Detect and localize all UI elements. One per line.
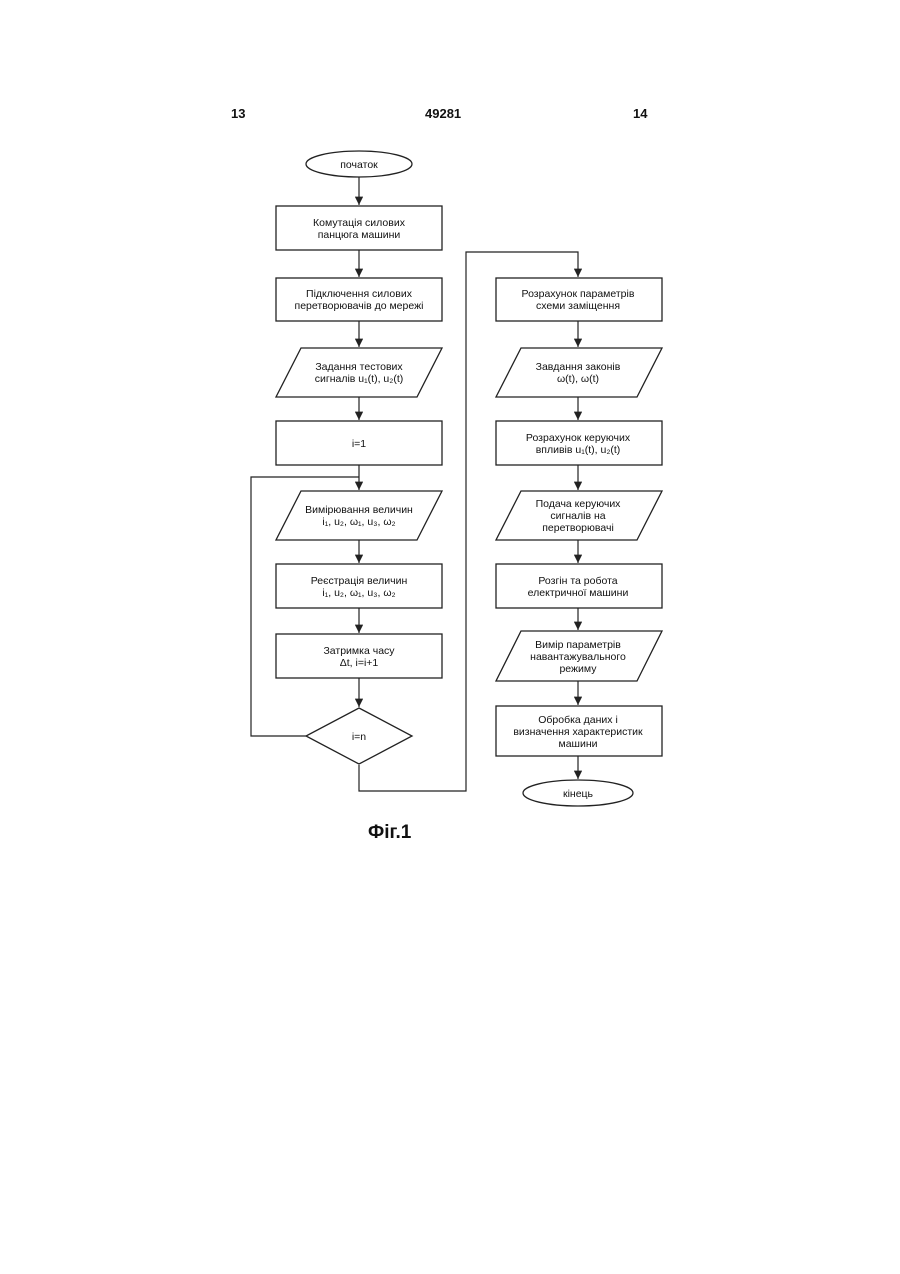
node-label-r7-line-3: машини xyxy=(558,738,597,750)
node-label-l3-line-1: Задання тестових xyxy=(315,361,403,373)
node-label-r7-line-2: визначення характеристик xyxy=(513,726,643,738)
node-label-r4-line-3: перетворювачі xyxy=(542,522,614,534)
node-label-r6-line-2: навантажувального xyxy=(530,651,626,663)
node-label-r1-line-2: схеми заміщення xyxy=(536,300,620,312)
node-label-r7-line-1: Обробка даних і xyxy=(538,714,618,726)
node-label-start-line-1: початок xyxy=(340,159,378,171)
node-label-l4-line-1: i=1 xyxy=(352,438,366,450)
node-label-r4-line-1: Подача керуючих xyxy=(536,498,622,510)
node-label-l6-line-1: Реєстрація величин xyxy=(311,575,408,587)
node-label-r3-line-1: Розрахунок керуючих xyxy=(526,432,631,444)
node-label-r5-line-1: Розгін та робота xyxy=(538,575,617,587)
node-label-l2-line-1: Підключення силових xyxy=(306,288,413,300)
node-label-l1-line-1: Комутація силових xyxy=(313,217,406,229)
node-label-l1-line-2: панцюга машини xyxy=(318,229,401,241)
node-label-r6-line-3: режиму xyxy=(559,663,597,675)
node-label-l2-line-2: перетворювачів до мережі xyxy=(295,300,424,312)
node-label-l6-line-2: i₁, u₂, ω₁, u₃, ω₂ xyxy=(322,587,395,599)
node-label-l3-line-2: сигналів u₁(t), u₂(t) xyxy=(315,373,404,385)
node-label-l5-line-1: Вимірювання величин xyxy=(305,504,413,516)
node-label-r5-line-2: електричної машини xyxy=(528,587,629,599)
node-label-r2-line-1: Завдання законів xyxy=(536,361,621,373)
node-label-l7-line-2: Δt, i=i+1 xyxy=(340,657,379,669)
node-label-r3-line-2: впливів u₁(t), u₂(t) xyxy=(536,444,621,456)
node-label-l8-line-1: i=n xyxy=(352,731,366,743)
node-label-end-line-1: кінець xyxy=(563,788,594,800)
node-label-l5-line-2: i₁, u₂, ω₁, u₃, ω₂ xyxy=(322,516,395,528)
node-label-r1-line-1: Розрахунок параметрів xyxy=(522,288,635,300)
figure-caption: Фіг.1 xyxy=(368,822,411,844)
node-label-r2-line-2: ω(t), ω(t) xyxy=(557,373,599,385)
node-label-r4-line-2: сигналів на xyxy=(550,510,605,522)
node-label-l7-line-1: Затримка часу xyxy=(323,645,395,657)
node-label-r6-line-1: Вимір параметрів xyxy=(535,639,621,651)
